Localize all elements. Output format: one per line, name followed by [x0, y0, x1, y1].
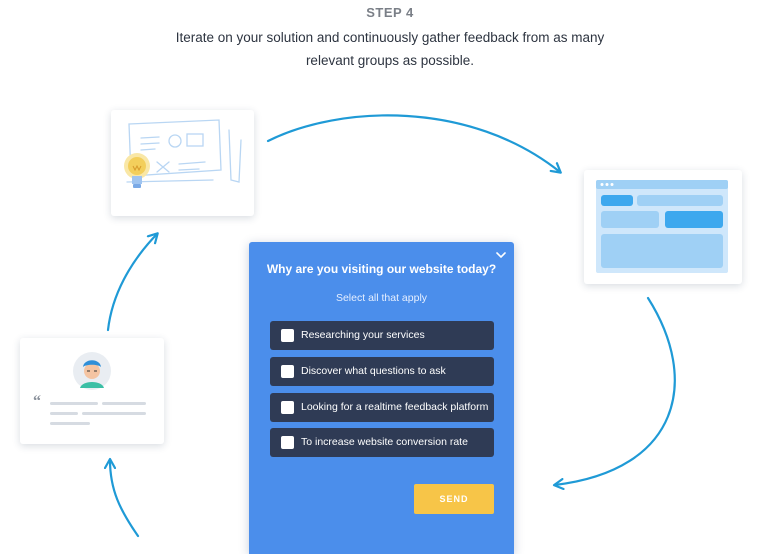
- send-button[interactable]: SEND: [414, 484, 494, 514]
- checkbox[interactable]: [281, 329, 294, 342]
- survey-widget: Why are you visiting our website today? …: [249, 242, 514, 554]
- testimonial-card: “: [20, 338, 164, 444]
- survey-option-researching[interactable]: Researching your services: [270, 321, 494, 350]
- survey-option-label: Researching your services: [301, 329, 425, 341]
- checkbox[interactable]: [281, 401, 294, 414]
- arrow-bottom-to-testimonial: [110, 460, 140, 538]
- arrow-layout-to-survey: [555, 296, 676, 485]
- checkbox[interactable]: [281, 365, 294, 378]
- survey-hint: Select all that apply: [335, 292, 428, 304]
- survey-option-label: Looking for a realtime feedback platform: [301, 401, 489, 413]
- step-label: STEP 4: [366, 5, 414, 20]
- lightbulb-icon: [124, 153, 150, 188]
- arrow-testimonial-to-sketch: [106, 234, 157, 332]
- layout-mockup-card: [584, 170, 742, 284]
- survey-option-discover[interactable]: Discover what questions to ask: [270, 357, 494, 386]
- survey-option-realtime-feedback[interactable]: Looking for a realtime feedback platform: [270, 393, 494, 422]
- layout-mockup-illustration: [596, 180, 728, 273]
- survey-option-label: Discover what questions to ask: [301, 365, 446, 377]
- quote-mark: “: [33, 393, 41, 410]
- survey-option-label: To increase website conversion rate: [301, 436, 468, 448]
- survey-question: Why are you visiting our website today?: [266, 262, 497, 276]
- step-description: Iterate on your solution and continuousl…: [175, 30, 605, 68]
- idea-sketch-illustration: [124, 119, 242, 188]
- idea-sketch-card: [111, 110, 254, 216]
- chevron-down-icon[interactable]: [496, 248, 506, 262]
- checkbox[interactable]: [281, 436, 294, 449]
- testimonial-illustration: [50, 352, 146, 425]
- avatar: [73, 352, 111, 390]
- arrow-sketch-to-layout: [266, 114, 560, 172]
- survey-option-conversion-rate[interactable]: To increase website conversion rate: [270, 428, 494, 457]
